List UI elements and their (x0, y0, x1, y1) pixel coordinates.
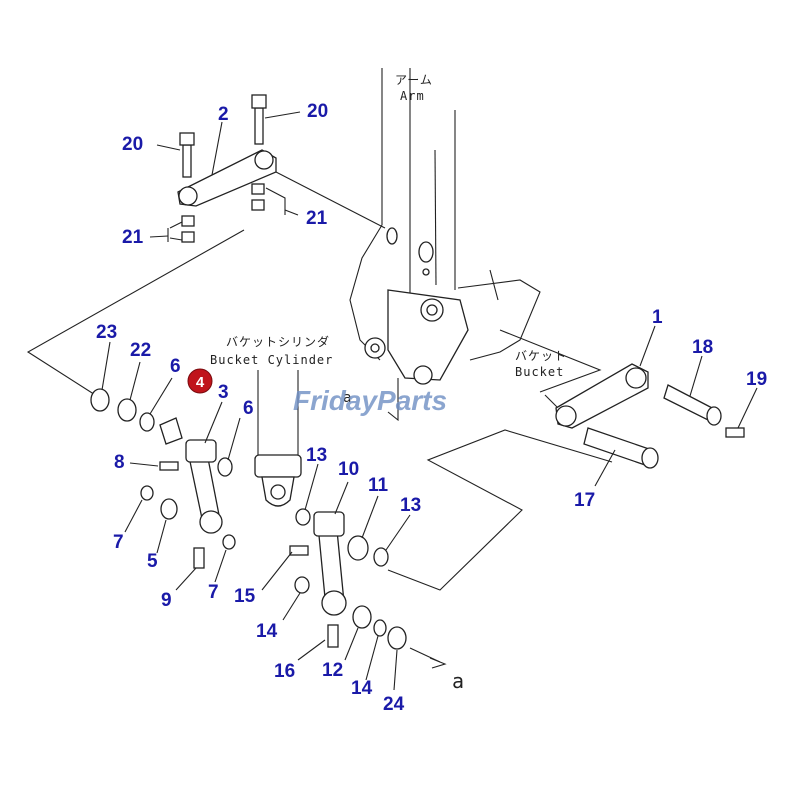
leader-lines (101, 111, 758, 691)
arm-label-en: Arm (400, 89, 425, 103)
link-part-3 (140, 439, 236, 569)
callout-6-left: 6 (170, 356, 181, 377)
callout-15: 15 (234, 586, 256, 607)
callout-9: 9 (161, 590, 172, 611)
callout-13-lower: 13 (400, 495, 421, 516)
callout-8: 8 (114, 452, 125, 473)
callout-14-right: 14 (351, 678, 373, 699)
arm (349, 68, 469, 385)
cylinder-label-jp: バケットシリンダ (226, 334, 330, 349)
link-part-10 (289, 508, 407, 650)
callout-3: 3 (218, 382, 229, 403)
callout-1: 1 (652, 307, 663, 328)
bucket-label-jp: バケット (515, 349, 567, 363)
callout-18: 18 (692, 337, 713, 358)
callout-13-upper: 13 (306, 445, 327, 466)
callouts: 2 20 20 21 21 23 22 6 3 6 8 7 5 9 7 13 1… (96, 101, 767, 715)
callout-21-left: 21 (122, 227, 144, 248)
callout-20-right: 20 (307, 101, 328, 122)
callout-16: 16 (274, 661, 295, 682)
callout-24: 24 (383, 694, 405, 715)
callout-17: 17 (574, 490, 595, 511)
bucket-cylinder (254, 370, 302, 507)
highlight-badge-4[interactable]: 4 (187, 368, 213, 394)
badge-label: 4 (196, 374, 205, 391)
callout-14-left: 14 (256, 621, 278, 642)
callout-5: 5 (147, 551, 158, 572)
arrow-a-label: a (452, 669, 465, 693)
callout-10: 10 (338, 459, 359, 480)
bucket (387, 269, 602, 422)
callout-22: 22 (130, 340, 151, 361)
callout-7-left: 7 (113, 532, 124, 553)
callout-2: 2 (218, 104, 229, 125)
callout-19: 19 (746, 369, 767, 390)
callout-20-left: 20 (122, 134, 143, 155)
watermark: FridayParts (293, 385, 447, 416)
link-part-1 (555, 363, 745, 469)
ref-a-label: a (343, 390, 352, 406)
callout-6-right: 6 (243, 398, 254, 419)
callout-12: 12 (322, 660, 343, 681)
left-washers (90, 388, 233, 477)
callout-7-right: 7 (208, 582, 219, 603)
cylinder-label-en: Bucket Cylinder (210, 353, 333, 367)
callout-11: 11 (368, 475, 389, 496)
link-part-2 (167, 94, 286, 243)
bucket-label-en: Bucket (515, 365, 564, 379)
arm-label-jp: アーム (395, 73, 433, 87)
callout-21-right: 21 (306, 208, 328, 229)
callout-23: 23 (96, 322, 117, 343)
